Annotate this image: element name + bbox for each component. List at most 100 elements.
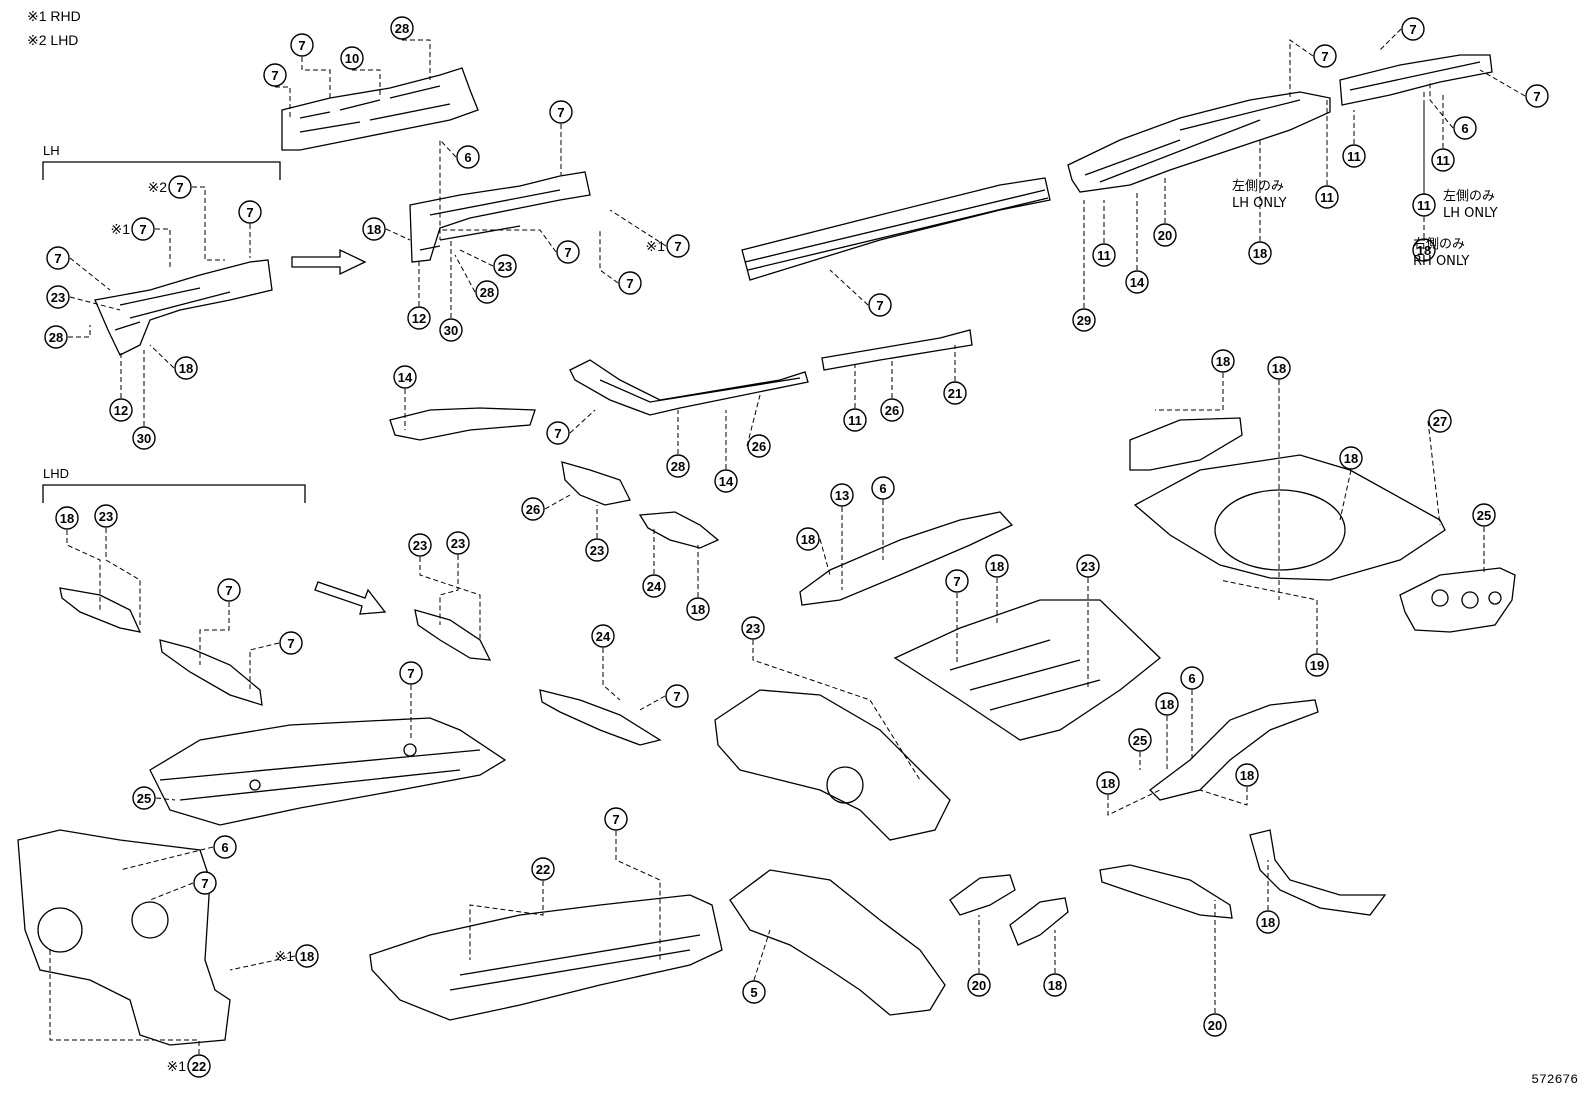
leader-line (602, 648, 621, 701)
callout-7: 7 (238, 200, 262, 224)
callout-number: 18 (1272, 361, 1286, 376)
lhd-bracket-line (42, 484, 306, 503)
callout-23: 23 (493, 254, 517, 278)
note-lhd: ※2 LHD (27, 32, 79, 48)
callout-circle (945, 569, 969, 593)
callout-circle (1401, 17, 1425, 41)
callout-11: 11 (1315, 185, 1339, 209)
leader-line (829, 269, 869, 306)
part-lhd-sill-c (414, 609, 492, 661)
callout-circle (46, 246, 70, 270)
callout-14: 14 (714, 469, 738, 493)
callout-circle (295, 944, 319, 968)
leader-line (615, 831, 661, 960)
callout-circle (714, 469, 738, 493)
callout-circle (340, 46, 364, 70)
callout-circle (1313, 44, 1337, 68)
part-front-floor-pan (149, 717, 507, 826)
callout-circle (604, 807, 628, 831)
part-rear-floor-pan (1129, 417, 1243, 471)
callout-26: 26 (880, 398, 904, 422)
part-rear-brace (1249, 829, 1387, 916)
callout-number: 18 (1253, 246, 1267, 261)
leader-line (1107, 789, 1161, 816)
callout-18: 18 (1043, 973, 1067, 997)
callout-circle (742, 980, 766, 1004)
callout-number: 26 (526, 502, 540, 517)
callout-circle (174, 356, 198, 380)
callout-number: 6 (464, 150, 471, 165)
callout-number: 18 (801, 532, 815, 547)
callout-23: 23 (94, 504, 118, 528)
callout-number: 12 (412, 311, 426, 326)
leader-line (402, 39, 431, 80)
callout-18: 18 (686, 597, 710, 621)
leader-line (1219, 579, 1318, 653)
leader-line (1429, 80, 1454, 129)
callout-7: 7 (556, 240, 580, 264)
callout-18: 18 (1155, 692, 1179, 716)
callout-circle (213, 835, 237, 859)
callout-7: 7 (1313, 44, 1337, 68)
callout-18: 18 (55, 506, 79, 530)
callout-circle (1248, 241, 1272, 265)
part-dash-panel (714, 689, 951, 841)
callout-number: 11 (1436, 153, 1450, 168)
callout-10: 10 (340, 46, 364, 70)
callout-23: 23 (446, 531, 470, 555)
callout-7: 7 (290, 33, 314, 57)
callout-26: 26 (747, 434, 771, 458)
callout-circle (531, 857, 555, 881)
leader-line (599, 230, 619, 284)
callout-26: 26 (521, 497, 545, 521)
callout-23: 23 (408, 533, 432, 557)
callout-circle (546, 421, 570, 445)
callout-circle (1267, 356, 1291, 380)
callout-7: 7 (665, 684, 689, 708)
callout-20: 20 (1153, 223, 1177, 247)
callout-circle (279, 631, 303, 655)
callout-number: 18 (1344, 451, 1358, 466)
callout-circle (1180, 666, 1204, 690)
callout-number: 11 (1320, 190, 1334, 205)
callout-28: 28 (475, 280, 499, 304)
callout-6: 6 (871, 476, 895, 500)
callout-prefix: ※1 (274, 948, 294, 964)
part-rocker-outer (569, 359, 809, 416)
callout-circle (686, 597, 710, 621)
callout-number: 7 (626, 276, 633, 291)
leader-line (1155, 373, 1224, 411)
callout-18: 18 (1267, 356, 1291, 380)
callout-number: 6 (1188, 671, 1195, 686)
callout-circle (642, 574, 666, 598)
callout-circle (132, 426, 156, 450)
callout-number: 19 (1310, 658, 1324, 673)
callout-12: 12 (109, 398, 133, 422)
callout-5: 5 (742, 980, 766, 1004)
leader-line (49, 950, 200, 1054)
callout-7: 7 (546, 421, 570, 445)
callout-6: 6 (456, 145, 480, 169)
part-sill-small (389, 407, 536, 441)
callout-circle (1342, 144, 1366, 168)
callout-circle (1339, 446, 1363, 470)
arrow-right-icon (291, 248, 367, 276)
callout-number: 23 (99, 509, 113, 524)
callout-circle (193, 871, 217, 895)
callout-number: 7 (271, 68, 278, 83)
callout-circle (1203, 1013, 1227, 1037)
callout-circle (985, 554, 1009, 578)
leader-line (544, 494, 571, 510)
callout-circle (666, 454, 690, 478)
callout-14: 14 (393, 365, 417, 389)
callout-19: 19 (1305, 653, 1329, 677)
callout-circle (44, 325, 68, 349)
callout-prefix: ※2 (147, 179, 167, 195)
part-lhd-sill-a (59, 587, 142, 633)
callout-circle (1125, 270, 1149, 294)
callout-number: 7 (564, 245, 571, 260)
callout-23: 23 (741, 616, 765, 640)
